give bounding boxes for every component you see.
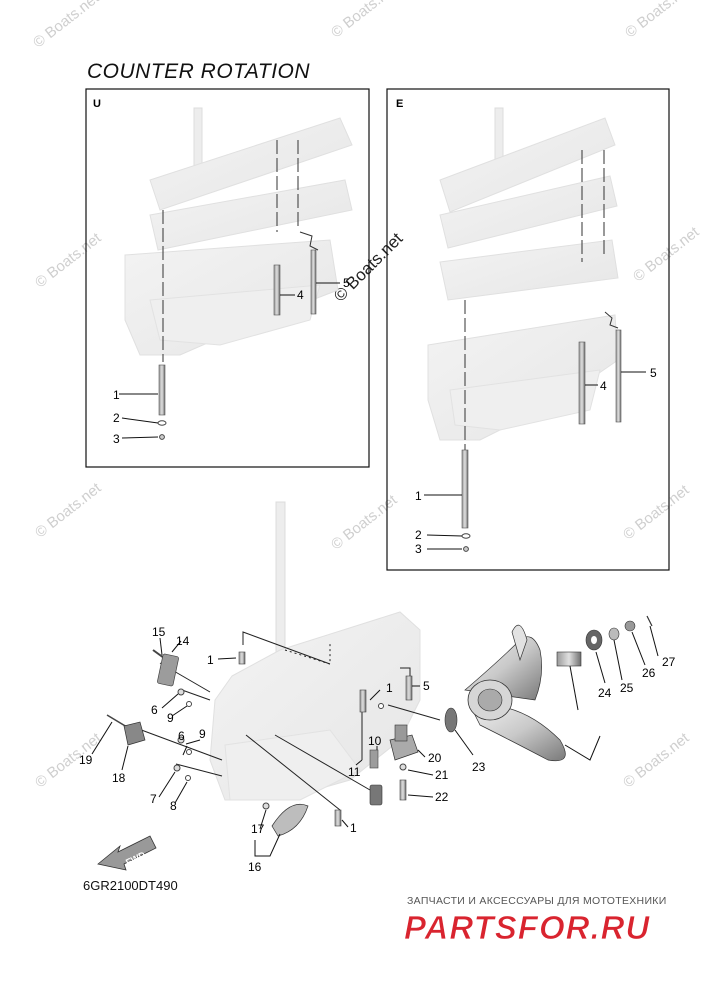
- label-21: 23: [472, 760, 486, 774]
- u-label-1: 1: [113, 388, 120, 402]
- label-13: 15: [152, 625, 166, 639]
- label-20: 22: [435, 790, 449, 804]
- u-label-4: 4: [297, 288, 304, 302]
- panel-u-housing: [124, 107, 353, 356]
- label-18: 20: [428, 751, 442, 765]
- page-title: COUNTER ROTATION: [87, 60, 311, 83]
- e-label-3: 3: [415, 542, 422, 556]
- label-24: 26: [642, 666, 656, 680]
- label-6-lower: 6: [178, 729, 185, 743]
- e-label-5: 5: [650, 366, 657, 380]
- panel-e-housing: [427, 107, 619, 441]
- e-label-1: 1: [415, 489, 422, 503]
- label-9-upper: 9: [167, 711, 174, 725]
- fwd-arrow: FWD: [97, 835, 157, 871]
- label-17: 19: [79, 753, 93, 767]
- label-6-upper: 6: [151, 703, 158, 717]
- label-5: 5: [423, 679, 430, 693]
- label-22: 24: [598, 686, 612, 700]
- u-label-5: 5: [343, 276, 350, 290]
- prop-hub-parts: [556, 615, 653, 667]
- panel-e-key: E: [396, 98, 403, 110]
- u-label-3: 3: [113, 432, 120, 446]
- label-25: 27: [662, 655, 676, 669]
- e-label-2: 2: [415, 528, 422, 542]
- label-11: 11: [348, 765, 361, 779]
- e-label-4: 4: [600, 379, 607, 393]
- label-7: 7: [150, 792, 157, 806]
- label-9-lower: 9: [199, 727, 206, 741]
- label-1-upper: 1: [207, 653, 214, 667]
- panel-e-frame: [386, 88, 670, 571]
- propeller: [444, 624, 566, 762]
- label-1-lower: 1: [350, 821, 357, 835]
- label-1-mid: 1: [386, 681, 393, 695]
- shop-logo: PARTSFOR.RU: [404, 909, 650, 947]
- u-label-2: 2: [113, 411, 120, 425]
- shop-logo-text: PARTSFOR.RU: [404, 909, 650, 946]
- label-12: 14: [176, 634, 190, 648]
- panel-u-key: U: [93, 98, 101, 110]
- label-16: 18: [112, 771, 126, 785]
- label-23: 25: [620, 681, 634, 695]
- shop-subtitle: ЗАПЧАСТИ И АКСЕССУАРЫ ДЛЯ МОТОТЕХНИКИ: [407, 895, 667, 907]
- label-15: 17: [251, 822, 265, 836]
- diagram-code: 6GR2100DT490: [83, 878, 178, 893]
- main-housing: [209, 501, 421, 801]
- label-8: 8: [170, 799, 177, 813]
- label-14: 16: [248, 860, 262, 874]
- panel-u-frame: [85, 88, 370, 468]
- label-19: 21: [435, 768, 449, 782]
- label-10: 10: [368, 734, 382, 748]
